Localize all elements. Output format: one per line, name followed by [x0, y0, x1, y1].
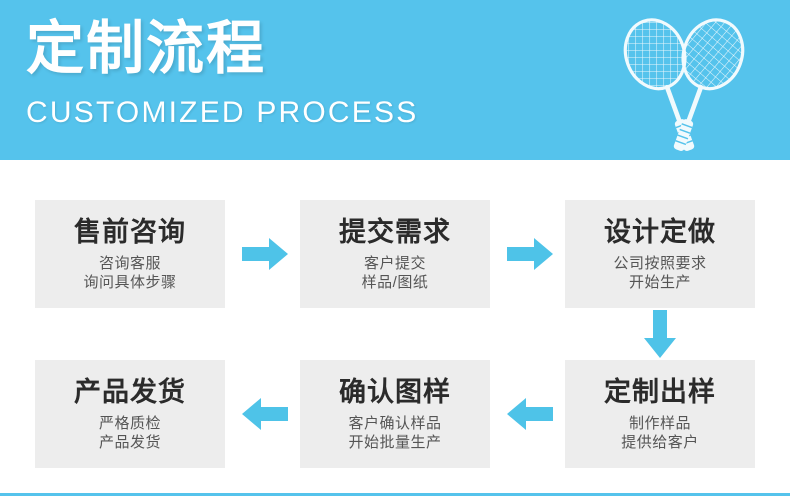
process-step-3[interactable]: 设计定做 公司按照要求 开始生产	[565, 200, 755, 308]
step-subtitle: 客户确认样品 开始批量生产	[348, 414, 441, 452]
arrow-right-step1-to-step2-icon	[242, 238, 288, 270]
step-subtitle-line2: 询问具体步骤	[83, 274, 177, 291]
step-subtitle-line2: 开始生产	[628, 274, 691, 291]
step-subtitle-line1: 客户提交	[363, 255, 426, 272]
step-title: 确认图样	[339, 377, 451, 407]
process-row-top: 售前咨询 咨询客服 询问具体步骤 提交需求 客户提交 样品/图纸 设计定做 公司…	[0, 200, 790, 308]
arrow-right-step2-to-step3-icon	[507, 238, 553, 270]
step-subtitle-line2: 样品/图纸	[361, 274, 429, 291]
step-subtitle: 公司按照要求 开始生产	[613, 254, 706, 292]
step-subtitle-line1: 客户确认样品	[348, 415, 442, 432]
step-subtitle-line1: 公司按照要求	[613, 255, 707, 272]
step-subtitle: 严格质检 产品发货	[99, 414, 161, 452]
process-step-4[interactable]: 定制出样 制作样品 提供给客户	[565, 360, 755, 468]
process-step-2[interactable]: 提交需求 客户提交 样品/图纸	[300, 200, 490, 308]
step-subtitle-line2: 提供给客户	[621, 434, 699, 451]
step-subtitle-line2: 产品发货	[98, 434, 161, 451]
process-flow: 售前咨询 咨询客服 询问具体步骤 提交需求 客户提交 样品/图纸 设计定做 公司…	[0, 160, 790, 490]
crossed-badminton-rackets-icon	[623, 18, 745, 152]
step-subtitle: 咨询客服 询问具体步骤	[83, 254, 176, 292]
process-row-bottom: 产品发货 严格质检 产品发货 确认图样 客户确认样品 开始批量生产 定制出样 制…	[0, 360, 790, 468]
step-title: 提交需求	[339, 217, 451, 247]
step-subtitle-line2: 开始批量生产	[348, 434, 442, 451]
arrow-left-step5-to-step6-icon	[242, 398, 288, 430]
arrow-left-step4-to-step5-icon	[507, 398, 553, 430]
footer-divider	[0, 493, 790, 496]
step-title: 定制出样	[604, 377, 716, 407]
process-step-6[interactable]: 产品发货 严格质检 产品发货	[35, 360, 225, 468]
step-subtitle: 客户提交 样品/图纸	[362, 254, 429, 292]
header-banner: 定制流程 CUSTOMIZED PROCESS	[0, 0, 790, 160]
arrow-down-step3-to-step4-icon	[644, 310, 676, 358]
page-subtitle: CUSTOMIZED PROCESS	[26, 96, 419, 129]
step-title: 产品发货	[74, 377, 186, 407]
process-step-1[interactable]: 售前咨询 咨询客服 询问具体步骤	[35, 200, 225, 308]
step-title: 设计定做	[604, 217, 716, 247]
header-text-group: 定制流程 CUSTOMIZED PROCESS	[26, 16, 418, 130]
step-subtitle-line1: 制作样品	[628, 415, 691, 432]
page-title: 定制流程	[26, 16, 267, 81]
step-subtitle: 制作样品 提供给客户	[621, 414, 699, 452]
process-step-5[interactable]: 确认图样 客户确认样品 开始批量生产	[300, 360, 490, 468]
step-title: 售前咨询	[74, 217, 186, 247]
step-subtitle-line1: 咨询客服	[98, 255, 161, 272]
step-subtitle-line1: 严格质检	[98, 415, 161, 432]
